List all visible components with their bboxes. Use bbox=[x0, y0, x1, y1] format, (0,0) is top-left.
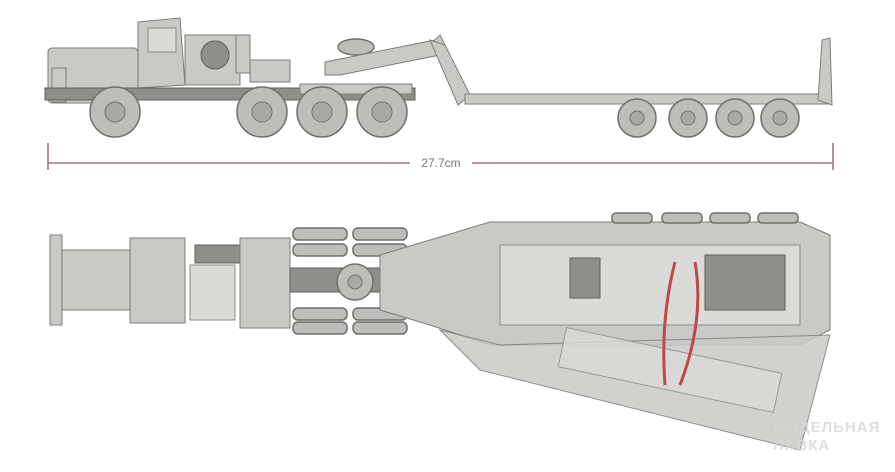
watermark-logo: МОДЕЛЬНАЯ ЛАВКА bbox=[773, 419, 880, 454]
top-view-trailer-rotated bbox=[438, 326, 831, 451]
dimension-line bbox=[47, 143, 834, 170]
fold-arrows bbox=[662, 261, 700, 386]
top-view-tractor bbox=[49, 227, 421, 335]
watermark-line2: ЛАВКА bbox=[773, 437, 830, 454]
length-label: 27.7cm bbox=[421, 156, 460, 170]
side-view-trailer bbox=[324, 34, 833, 138]
watermark-line1: МОДЕЛЬНАЯ bbox=[773, 419, 880, 436]
top-view-trailer bbox=[379, 212, 831, 346]
side-view-tractor bbox=[44, 17, 416, 104]
side-view-tractor-wheels bbox=[89, 86, 408, 138]
